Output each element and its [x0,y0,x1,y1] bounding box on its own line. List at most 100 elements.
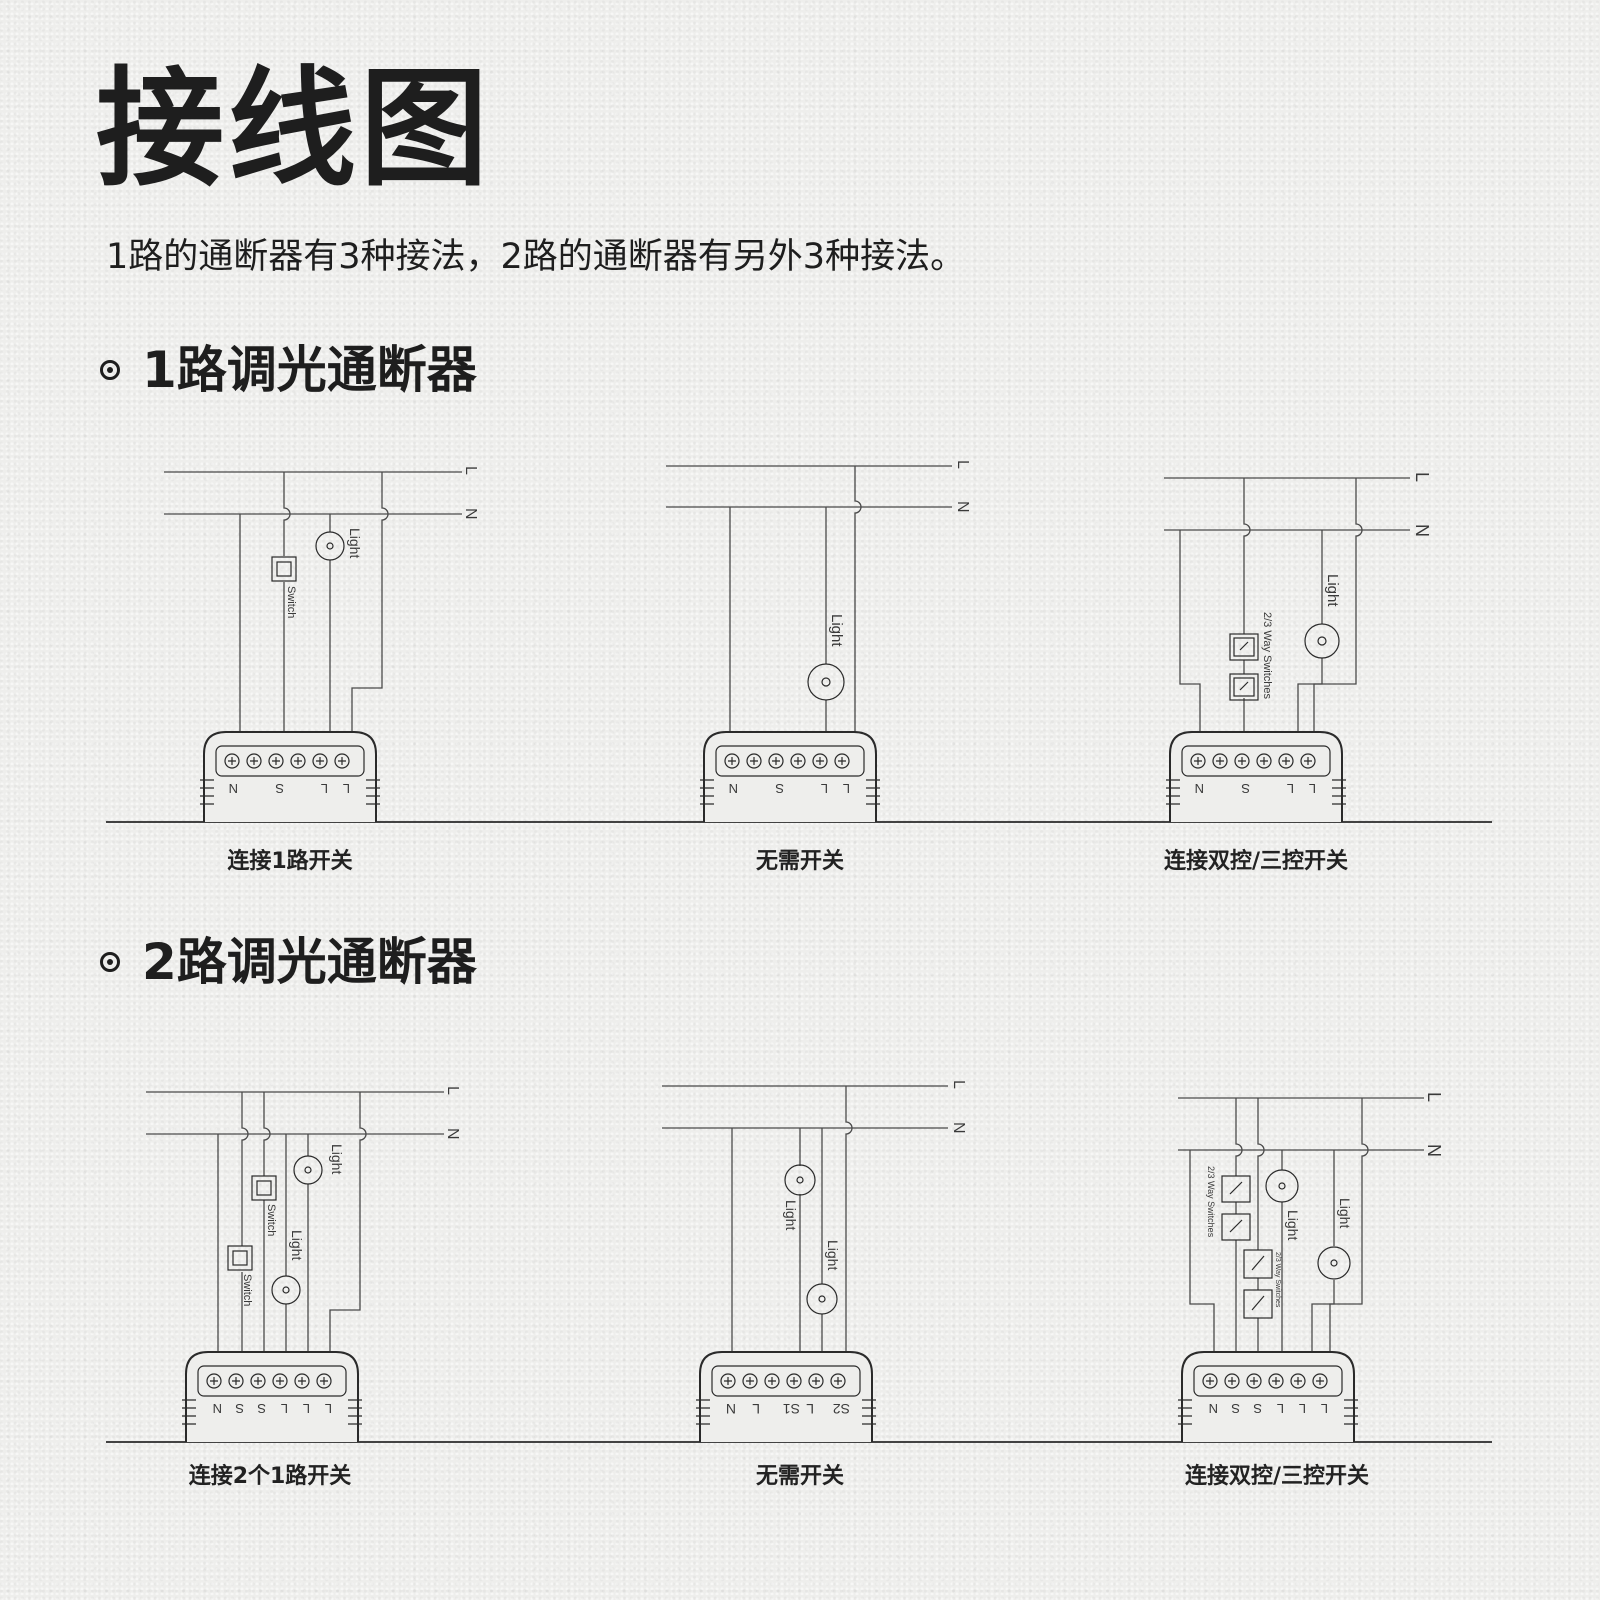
terminal-label: S2 [833,1401,850,1417]
light-icon [1317,1246,1351,1280]
light-icon [807,663,845,701]
line-label-n: N [950,1122,967,1134]
light-label: Light [1337,1198,1353,1228]
diagram-caption: 连接双控/三控开关 [1184,1464,1370,1489]
light-icon [1265,1169,1299,1203]
light-wire [1311,1150,1335,1352]
switch-label: 2/3 Way Switches [1261,612,1273,700]
line-label-n: N [1412,524,1432,537]
switch-wire [1243,478,1251,732]
light-icon [1278,1182,1286,1190]
section-heading-text: 1路调光通断器 [142,341,477,399]
terminal-label: S [1231,1401,1240,1416]
switch-wire [283,472,291,556]
switch-icon [227,1245,253,1271]
section-heading-1ch: 1路调光通断器 [100,345,477,395]
switch-label: 2/3 Way Switches [1274,1252,1281,1308]
line-label-l: L [950,1080,967,1089]
switch-wire [1235,1098,1243,1352]
terminal-label: L [821,781,828,796]
diagram-caption: 无需开关 [755,1464,845,1489]
two-way-switch-icon [1233,677,1255,697]
terminal-label: L [303,1401,310,1416]
switch-icon [251,1175,277,1201]
page-title: 接线图 [96,55,493,204]
terminal-label: N [729,781,738,796]
module-body: N S L L [200,731,380,822]
switch-label: Switch [265,1204,277,1236]
switch-label: Switch [241,1274,253,1306]
terminal-label: L [281,1401,288,1416]
diagram-1ch-two-way: L N 2/3 Way Switches Light N S L L [1164,472,1432,822]
switch-wire [263,1092,271,1352]
light-icon [784,1164,816,1196]
light-icon [821,677,831,687]
light-label: Light [347,528,363,558]
terminal-label: S [235,1401,244,1416]
bullet-icon [100,360,120,380]
load-wire [351,472,389,732]
two-way-switch-icon [1243,1289,1273,1319]
switch-label: Switch [285,586,297,618]
line-label-l: L [954,460,971,469]
switch-wire [1257,1098,1265,1352]
load-wire [329,1092,367,1352]
terminal-label: N [726,1401,736,1417]
diagram-2ch-no-switch: L N Light Light N L S1 L S2 [662,1080,967,1442]
light-icon [1304,623,1340,659]
line-label-l: L [1424,1092,1444,1102]
diagram-caption: 连接1路开关 [227,849,353,874]
light-label: Light [289,1230,305,1260]
section-heading-2ch: 2路调光通断器 [100,937,477,987]
light-icon [293,1155,323,1185]
terminal-label: N [229,781,238,796]
load-wire [1329,1098,1369,1352]
diagram-2ch-two-way: L N 2/3 Way Switches 2/3 Way Switches Li… [1178,1092,1444,1442]
module-body: N S S L L L [1178,1351,1358,1442]
load-wire [1313,478,1363,732]
light-label: Light [1285,1210,1301,1240]
line-label-n: N [462,508,479,520]
terminal-label: L [843,781,850,796]
terminal-label: N [1209,1401,1218,1416]
module-body: N S L L [700,731,880,822]
light-icon [304,1166,312,1174]
light-icon [326,542,334,550]
diagram-caption: 无需开关 [755,849,845,874]
light-icon [282,1286,290,1294]
switch-label: 2/3 Way Switches [1206,1166,1216,1238]
light-wire [1297,530,1323,732]
switch-icon [276,561,292,577]
light-icon [1317,636,1327,646]
terminal-label: L [1321,1401,1328,1416]
two-way-switch-icon [1243,1249,1273,1279]
module-body: N S L L [1166,731,1346,822]
line-label-l: L [462,466,479,475]
light-label: Light [329,1144,345,1174]
terminal-label: S1 [783,1401,800,1417]
terminal-label: S [1241,781,1250,796]
load-wire [854,466,862,732]
two-way-switch-icon [1233,637,1255,657]
light-label: Light [825,1240,841,1270]
light-icon [1330,1259,1338,1267]
line-label-n: N [1424,1144,1444,1157]
switch-wire [241,1092,249,1352]
module-body: N S S L L L [182,1351,362,1442]
diagram-1ch-no-switch: L N Light N S L L [666,460,971,822]
terminal-label: L [1277,1401,1284,1416]
feed-wire [1179,530,1201,732]
light-icon [818,1295,826,1303]
terminal-label: S [275,781,284,796]
light-icon [315,531,345,561]
terminal-label: N [213,1401,222,1416]
light-label: Light [783,1200,799,1230]
light-label: Light [1324,574,1341,607]
line-label-l: L [1412,472,1432,482]
light-icon [796,1176,804,1184]
diagram-1ch-one-switch: L N Switch Light N S L L [164,466,479,822]
light-icon [271,1275,301,1305]
two-way-switch-icon [1229,673,1259,701]
switch-icon [232,1250,248,1266]
